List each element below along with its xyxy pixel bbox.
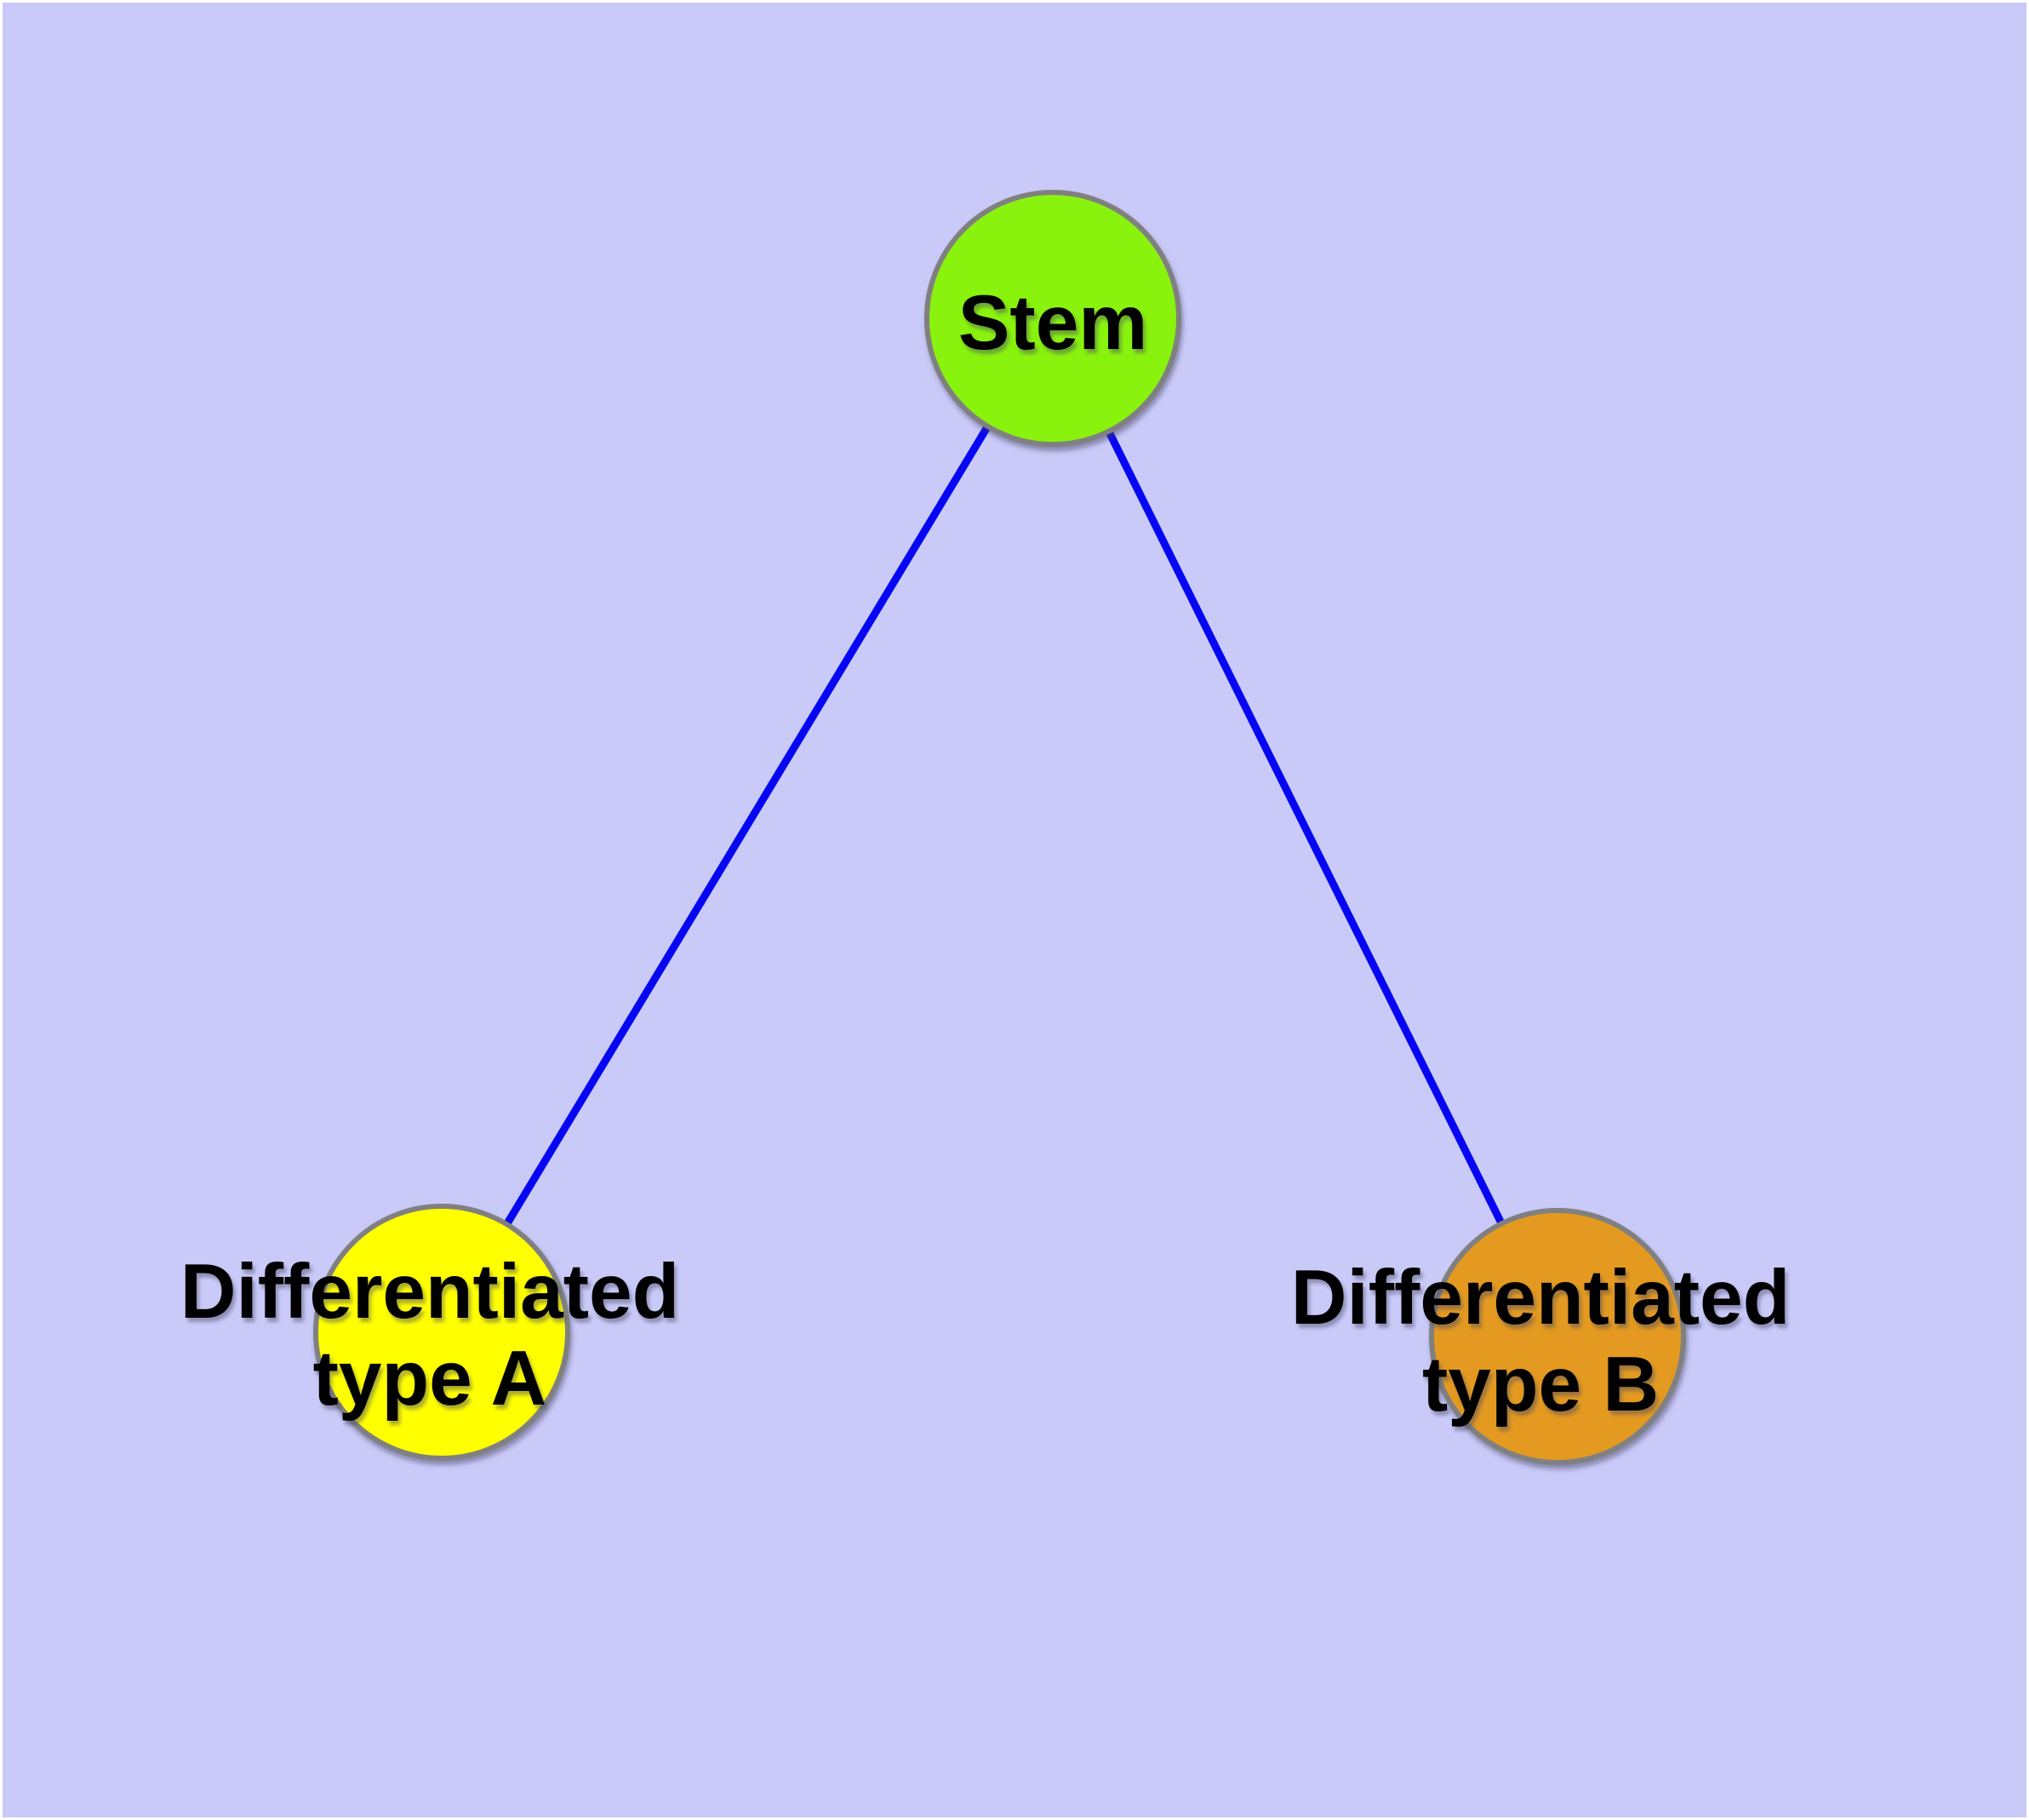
type-a-label-line2: type A <box>313 1336 547 1422</box>
edge-stem-to-type-b <box>1049 317 1562 1338</box>
differentiated-type-a-node <box>313 1204 570 1461</box>
stem-node-label: Stem <box>958 280 1148 366</box>
edge-stem-to-type-a <box>438 316 1056 1335</box>
type-b-label-line2: type B <box>1422 1342 1659 1428</box>
type-a-label-line1: Differentiated <box>180 1249 680 1335</box>
stem-node <box>924 190 1181 447</box>
type-b-label-line1: Differentiated <box>1291 1255 1791 1341</box>
differentiated-type-b-node <box>1429 1208 1686 1465</box>
